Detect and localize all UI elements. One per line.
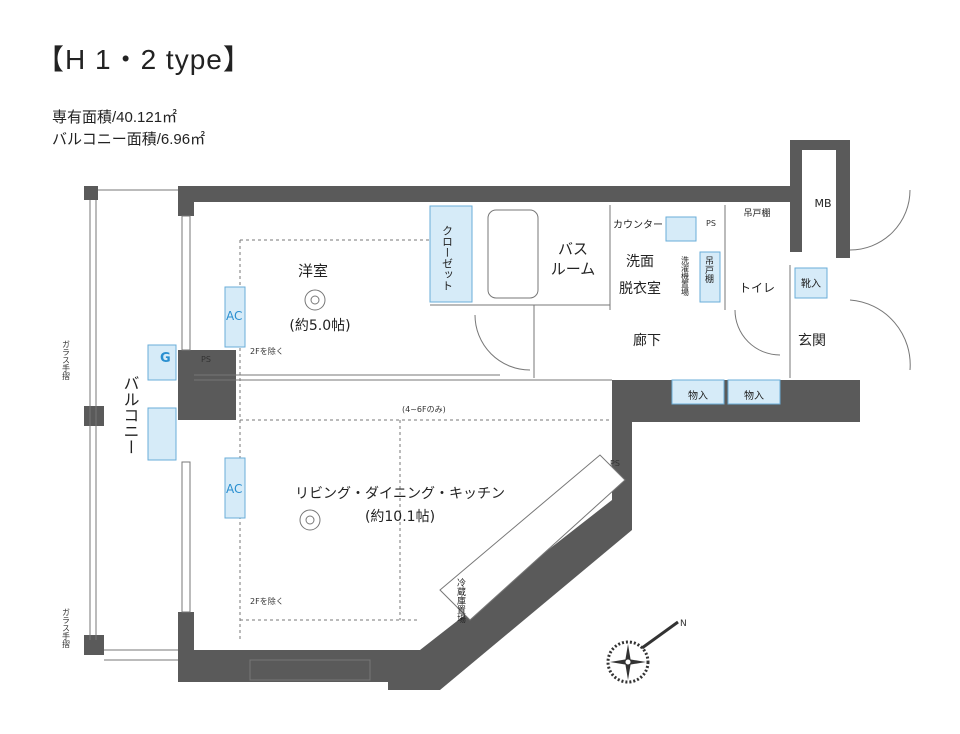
glass-rail-label-2: ガラス手摺 (62, 608, 71, 649)
toilet-cabinet-label: 吊戸棚 (743, 207, 770, 219)
exclusive-area: 専有面積/40.121㎡ (52, 109, 178, 126)
toilet-label: トイレ (739, 281, 775, 295)
ldk-size: (約10.1帖) (365, 509, 435, 525)
washroom-label-1: 洗面 (626, 254, 654, 270)
ac-label-2: AC (226, 482, 242, 496)
western-room-label: 洋室 (298, 262, 328, 280)
closet-label: クローゼット (441, 225, 454, 291)
storage-label-1: 物入 (688, 389, 708, 402)
fixtures (147, 205, 828, 519)
western-room-size: (約5.0帖) (289, 318, 350, 334)
except-note-1: 2Fを除く (250, 346, 284, 356)
balcony-area: バルコニー面積/6.96㎡ (52, 131, 206, 148)
entrance-label: 玄関 (798, 332, 826, 349)
walls (84, 140, 860, 690)
ps-label-wash: PS (706, 219, 716, 228)
glass-rail-label-1: ガラス手摺 (62, 340, 71, 381)
shoe-box-label: 靴入 (801, 277, 821, 290)
washroom-label-2: 脱衣室 (619, 280, 661, 297)
bath-label-1: バス (558, 240, 588, 258)
corridor-label: 廊下 (633, 332, 661, 349)
plan-title: 【H 1・2 type】 (36, 44, 252, 75)
ps-label-balcony: PS (201, 355, 211, 364)
bath-label-2: ルーム (551, 260, 596, 278)
except-note-2: 2Fを除く (250, 596, 284, 606)
floor-only-note: (4~6Fのみ) (402, 405, 446, 414)
mb-label: MB (814, 197, 831, 210)
fridge-label: 冷蔵庫置場 (455, 577, 466, 624)
storage-label-2: 物入 (744, 389, 764, 402)
ac-label-1: AC (226, 309, 242, 323)
ldk-label: リビング・ダイニング・キッチン (295, 486, 505, 502)
counter-label: カウンター (613, 219, 663, 231)
balcony-label: バルコニー (121, 375, 140, 455)
thin-lines (89, 189, 911, 681)
gas-label: G (160, 351, 171, 366)
hanging-cabinet-label: 吊戸棚 (703, 256, 714, 284)
north-compass-icon: N (606, 619, 687, 684)
ps-label-kitchen: PS (610, 459, 620, 468)
svg-text:N: N (680, 619, 687, 629)
laundry-label: 洗濯機置場 (681, 255, 690, 297)
